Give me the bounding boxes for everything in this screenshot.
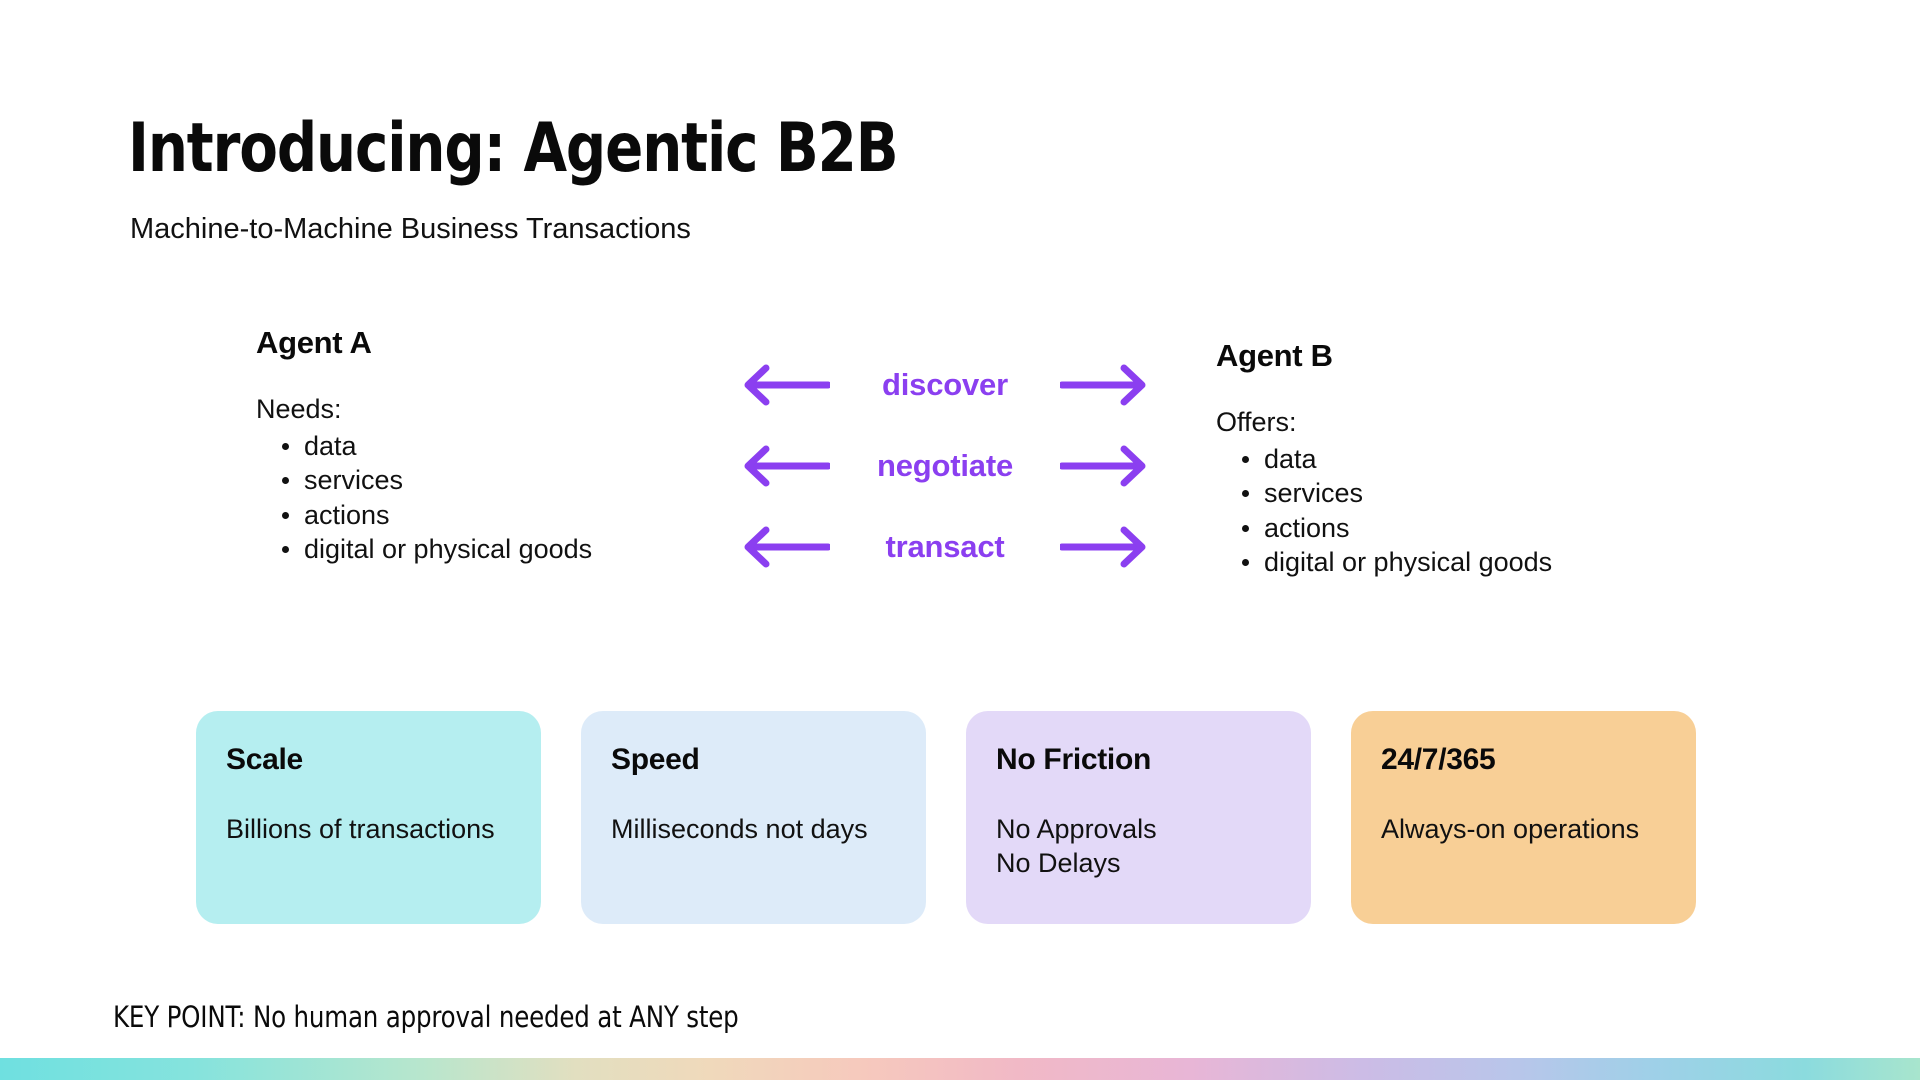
card-title: Speed: [611, 743, 700, 776]
page-title: Introducing: Agentic B2B: [128, 109, 899, 188]
key-point-text: KEY POINT: No human approval needed at A…: [113, 1000, 739, 1034]
arrow-right-icon: [1060, 445, 1146, 487]
card-title: No Friction: [996, 743, 1152, 776]
list-item: actions: [1216, 511, 1552, 545]
benefit-cards: Scale Billions of transactions Speed Mil…: [196, 711, 1696, 924]
list-item: digital or physical goods: [1216, 545, 1552, 579]
card-title: Scale: [226, 743, 303, 776]
exchange-verb-transact: transact: [885, 529, 1005, 564]
agent-a-list: data services actions digital or physica…: [256, 429, 592, 566]
agent-b-lead-label: Offers:: [1216, 407, 1297, 437]
exchange-verb-discover: discover: [882, 367, 1008, 402]
arrow-left-icon: [744, 364, 830, 406]
card-body: Billions of transactions: [226, 814, 495, 844]
agent-a-heading: Agent A: [256, 325, 372, 360]
benefit-card-speed: Speed Milliseconds not days: [581, 711, 926, 924]
arrow-left-icon: [744, 526, 830, 568]
arrow-right-icon: [1060, 364, 1146, 406]
benefit-card-scale: Scale Billions of transactions: [196, 711, 541, 924]
benefit-card-24-7-365: 24/7/365 Always-on operations: [1351, 711, 1696, 924]
agent-b-panel: Agent B Offers: data services actions di…: [1216, 338, 1552, 579]
card-title: 24/7/365: [1381, 743, 1496, 776]
agent-b-heading: Agent B: [1216, 338, 1333, 373]
arrow-left-icon: [744, 445, 830, 487]
exchange-row-transact: transact: [740, 514, 1150, 580]
exchange-row-negotiate: negotiate: [740, 433, 1150, 499]
card-body: Milliseconds not days: [611, 814, 868, 844]
list-item: services: [256, 463, 592, 497]
footer-gradient-bar: [0, 1058, 1920, 1080]
arrow-right-icon: [1060, 526, 1146, 568]
agent-b-list: data services actions digital or physica…: [1216, 442, 1552, 579]
card-body: Always-on operations: [1381, 814, 1640, 844]
list-item: services: [1216, 476, 1552, 510]
page-subtitle: Machine-to-Machine Business Transactions: [130, 213, 691, 245]
list-item: data: [1216, 442, 1552, 476]
agent-a-lead-label: Needs:: [256, 394, 342, 424]
list-item: data: [256, 429, 592, 463]
exchange-verb-negotiate: negotiate: [877, 448, 1013, 483]
list-item: actions: [256, 498, 592, 532]
exchange-row-discover: discover: [740, 352, 1150, 418]
list-item: digital or physical goods: [256, 532, 592, 566]
agent-a-panel: Agent A Needs: data services actions dig…: [256, 325, 592, 566]
exchange-flow: discover negotiate transact: [740, 352, 1150, 595]
